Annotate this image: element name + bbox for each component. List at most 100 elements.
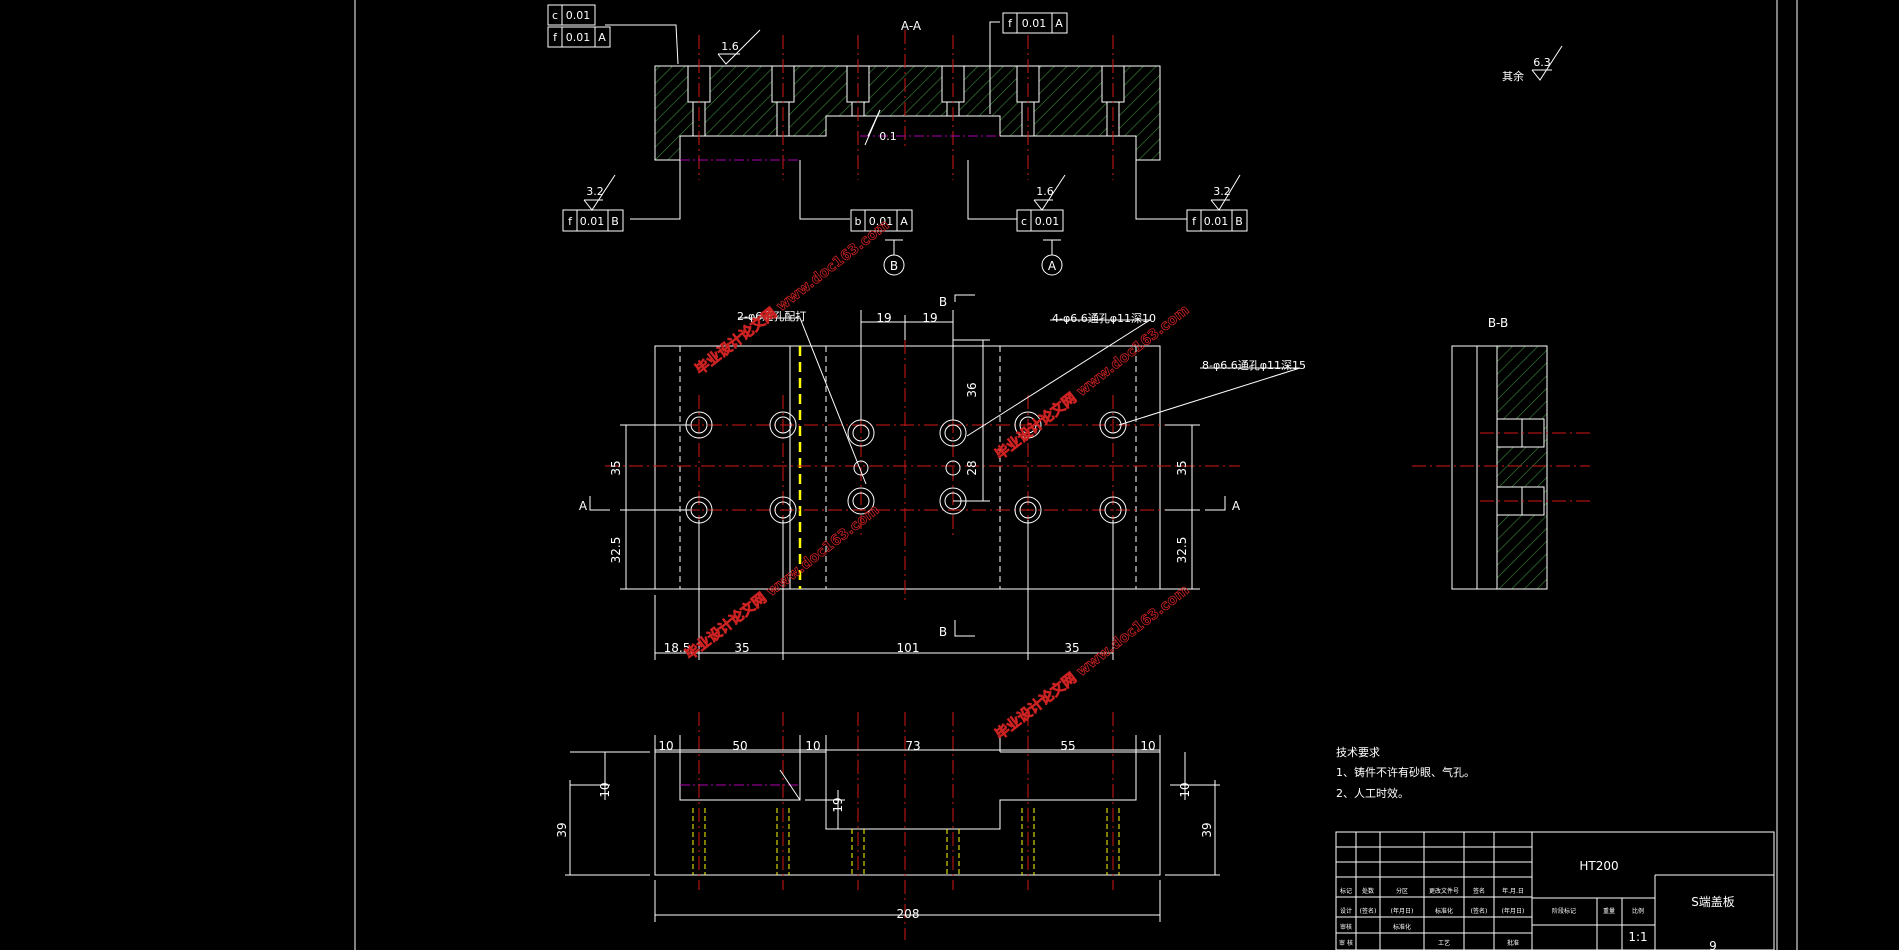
dim-10a: 10 (658, 739, 673, 753)
svg-text:f: f (568, 215, 573, 228)
cut-label-b-top: B (939, 295, 947, 309)
tolerance-frame-b: b 0.01 A (850, 209, 913, 232)
section-bb-view: B-B (1412, 316, 1590, 590)
tolerance-frame-l: f 0.01 B (562, 209, 624, 232)
svg-text:工艺: 工艺 (1438, 939, 1450, 947)
dim-18-5: 18.5 (664, 641, 691, 655)
svg-text:(签名): (签名) (1360, 907, 1377, 915)
cut-label-a-right: A (1232, 499, 1241, 513)
svg-text:标记: 标记 (1340, 887, 1352, 895)
svg-text:6.3: 6.3 (1533, 56, 1551, 69)
tech-requirements: 技术要求 1、铸件不许有砂眼、气孔。 2、人工时效。 (1336, 746, 1475, 800)
dim-35-b1: 35 (734, 641, 749, 655)
svg-text:B: B (890, 259, 898, 273)
watermarks: 毕业设计论文网 www.doc163.com 毕业设计论文网 www.doc16… (682, 216, 1193, 744)
svg-text:签名: 签名 (1473, 887, 1485, 895)
svg-text:阶段标记: 阶段标记 (1552, 907, 1576, 915)
svg-text:b: b (855, 215, 862, 228)
dim-39-right: 39 (1200, 822, 1214, 837)
svg-text:0.01: 0.01 (566, 31, 591, 44)
title-block: HT200 S端盖板 1:1 9 标记 处数 分区 更改文件号 签名 年.月.日… (1335, 831, 1775, 950)
dim-35-left: 35 (609, 460, 623, 475)
watermark-4: 毕业设计论文网 www.doc163.com (992, 301, 1192, 463)
svg-text:A: A (900, 215, 908, 228)
cut-label-a-left: A (579, 499, 588, 513)
section-aa-title: A-A (901, 19, 922, 33)
svg-text:审核: 审核 (1340, 923, 1352, 931)
dim-19a: 19 (876, 311, 891, 325)
svg-text:标准化: 标准化 (1393, 923, 1411, 931)
sheet-border (354, 0, 1798, 950)
svg-text:3.2: 3.2 (586, 185, 604, 198)
sheet-number-label: 9 (1709, 939, 1717, 950)
callout-holes-8: 8-φ6.6通孔φ11深15 (1202, 359, 1306, 372)
dim-35-right: 35 (1175, 460, 1189, 475)
tech-requirements-title: 技术要求 (1336, 746, 1380, 759)
counterbore-holes (685, 411, 1127, 524)
svg-text:c: c (552, 9, 558, 22)
svg-text:批准: 批准 (1507, 939, 1519, 947)
dim-101: 101 (897, 641, 920, 655)
dim-39-left: 39 (555, 822, 569, 837)
tech-requirement-1: 1、铸件不许有砂眼、气孔。 (1336, 765, 1475, 779)
svg-text:f: f (553, 31, 558, 44)
section-aa-view: A-A (547, 4, 1563, 276)
tolerance-frame-tl1: c 0.01 (547, 4, 596, 26)
svg-text:A: A (1055, 17, 1063, 30)
plan-view: A A B B 2-φ6通孔配打 4-φ6.6通孔φ11深10 8-φ6.6通孔… (579, 294, 1306, 660)
svg-text:A: A (598, 31, 606, 44)
dim-208: 208 (897, 907, 920, 921)
tech-requirement-2: 2、人工时效。 (1336, 786, 1409, 800)
dim-10c: 10 (1140, 739, 1155, 753)
svg-text:0.01: 0.01 (566, 9, 591, 22)
svg-text:0.1: 0.1 (879, 130, 897, 143)
svg-text:(年月日): (年月日) (1391, 907, 1414, 915)
dim-28: 28 (965, 460, 979, 475)
dim-10b: 10 (805, 739, 820, 753)
svg-text:处数: 处数 (1362, 887, 1374, 895)
dim-55: 55 (1060, 739, 1075, 753)
cut-label-b-bottom: B (939, 625, 947, 639)
dim-73: 73 (905, 739, 920, 753)
part-name-label: S端盖板 (1691, 895, 1735, 909)
svg-text:1.6: 1.6 (721, 40, 739, 53)
tolerance-frame-top: f 0.01 A (1002, 12, 1068, 34)
svg-text:0.01: 0.01 (1022, 17, 1047, 30)
tolerance-frame-c: c 0.01 (1016, 209, 1064, 232)
callout-pin-holes: 2-φ6通孔配打 (737, 309, 806, 323)
section-aa-body (654, 65, 1161, 161)
dim-10-left: 10 (598, 782, 612, 797)
svg-text:年.月.日: 年.月.日 (1502, 887, 1524, 895)
svg-text:设计: 设计 (1340, 907, 1352, 915)
dim-32-5-right: 32.5 (1175, 537, 1189, 564)
plan-outline (654, 345, 1161, 590)
watermark-3: 毕业设计论文网 www.doc163.com (992, 581, 1192, 743)
svg-text:重量: 重量 (1603, 907, 1615, 915)
svg-text:c: c (1021, 215, 1027, 228)
svg-text:分区: 分区 (1396, 887, 1408, 895)
svg-text:A: A (1048, 259, 1057, 273)
svg-text:标准化: 标准化 (1435, 907, 1453, 915)
dim-10-right: 10 (1178, 782, 1192, 797)
datum-b-symbol: B (883, 239, 905, 276)
svg-text:B: B (611, 215, 619, 228)
surface-finish-other-label: 其余 (1502, 69, 1524, 83)
callout-holes-4: 4-φ6.6通孔φ11深10 (1052, 312, 1156, 325)
material-label: HT200 (1579, 859, 1618, 873)
svg-text:(签名): (签名) (1471, 907, 1488, 915)
dim-19-vert: 19 (831, 797, 845, 812)
dim-36: 36 (965, 382, 979, 397)
svg-text:f: f (1008, 17, 1013, 30)
front-view: 10 50 10 73 55 10 10 19 39 10 39 208 (555, 712, 1220, 940)
dim-19b: 19 (922, 311, 937, 325)
svg-text:0.01: 0.01 (1035, 215, 1060, 228)
dim-32-5-left: 32.5 (609, 537, 623, 564)
scale-label: 1:1 (1628, 930, 1647, 944)
svg-text:f: f (1192, 215, 1197, 228)
svg-text:3.2: 3.2 (1213, 185, 1231, 198)
roughness-symbols: 1.6 3.2 1.6 3.2 6.3 0.1 (583, 29, 1563, 211)
watermark-1: 毕业设计论文网 www.doc163.com (692, 216, 892, 378)
svg-text:审 核: 审 核 (1339, 939, 1353, 947)
section-bb-title: B-B (1488, 316, 1508, 330)
